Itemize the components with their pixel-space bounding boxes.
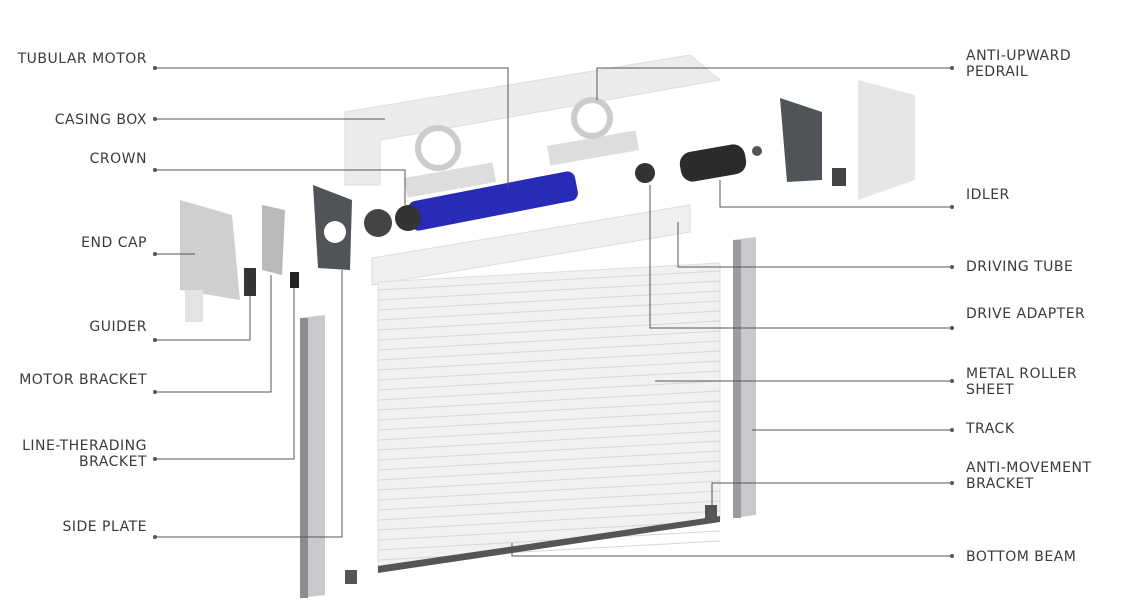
label-crown: CROWN	[89, 151, 147, 167]
label-line: ANTI-UPWARD	[966, 48, 1072, 64]
crown	[395, 205, 421, 231]
bottom-beam	[378, 516, 720, 573]
slat-line	[377, 350, 721, 371]
label-casing-box: CASING BOX	[54, 112, 147, 128]
casing-box	[344, 54, 722, 186]
label-motor-bracket: MOTOR BRACKET	[19, 372, 147, 388]
end-cap-foot	[185, 290, 203, 322]
label-drive-adapter: DRIVE ADAPTER	[966, 306, 1086, 322]
slat-line	[377, 320, 721, 341]
slat-line	[377, 380, 721, 401]
label-line: PEDRAIL	[966, 64, 1029, 80]
drive-adapter	[635, 163, 655, 183]
slat-line	[377, 470, 721, 491]
slat-line	[377, 360, 721, 381]
slat-line	[377, 430, 721, 451]
label-guider: GUIDER	[89, 319, 147, 335]
leader-lines	[155, 67, 952, 557]
slat-line	[377, 410, 721, 431]
label-driving-tube: DRIVING TUBE	[966, 259, 1074, 275]
slat-line	[377, 500, 721, 521]
guider	[244, 268, 256, 296]
slat-line	[377, 460, 721, 481]
slat-line	[377, 520, 721, 541]
slat-line	[377, 290, 721, 311]
driving-tube-end	[679, 144, 747, 182]
slat-line	[377, 440, 721, 461]
slat-line	[377, 540, 721, 561]
slat-line	[377, 340, 721, 361]
label-line: BRACKET	[79, 454, 147, 470]
slat-line	[377, 390, 721, 411]
slat-line	[377, 490, 721, 511]
metal-roller-sheet	[377, 262, 721, 573]
tubular-motor	[408, 171, 578, 231]
anti-movement-bracket	[705, 505, 717, 519]
slat-line	[377, 450, 721, 471]
slat-line	[377, 310, 721, 331]
label-end-cap: END CAP	[81, 235, 147, 251]
label-idler: IDLER	[966, 187, 1010, 203]
label-line: ANTI-MOVEMENT	[966, 460, 1092, 476]
label-track: TRACK	[966, 421, 1015, 437]
slat-line	[377, 280, 721, 301]
slat-line	[377, 530, 721, 551]
slat-line	[377, 510, 721, 531]
driving-tube	[371, 204, 691, 286]
label-line: SHEET	[966, 382, 1015, 398]
label-line: METAL ROLLER	[966, 366, 1078, 382]
slat-line	[377, 400, 721, 421]
motor-bracket	[262, 205, 285, 275]
label-tubular-motor: TUBULAR MOTOR	[17, 51, 147, 67]
label-bottom-beam: BOTTOM BEAM	[966, 549, 1077, 565]
slat-line	[377, 270, 721, 291]
label-line: BRACKET	[966, 476, 1034, 492]
slat-line	[377, 420, 721, 441]
slat-line	[377, 300, 721, 321]
line-threading-bracket	[290, 272, 299, 288]
end-cap	[180, 200, 240, 300]
slat-line	[377, 480, 721, 501]
slat-line	[377, 370, 721, 391]
label-side-plate: SIDE PLATE	[62, 519, 147, 535]
slat-line	[377, 330, 721, 351]
label-line: LINE-THERADING	[22, 438, 147, 454]
